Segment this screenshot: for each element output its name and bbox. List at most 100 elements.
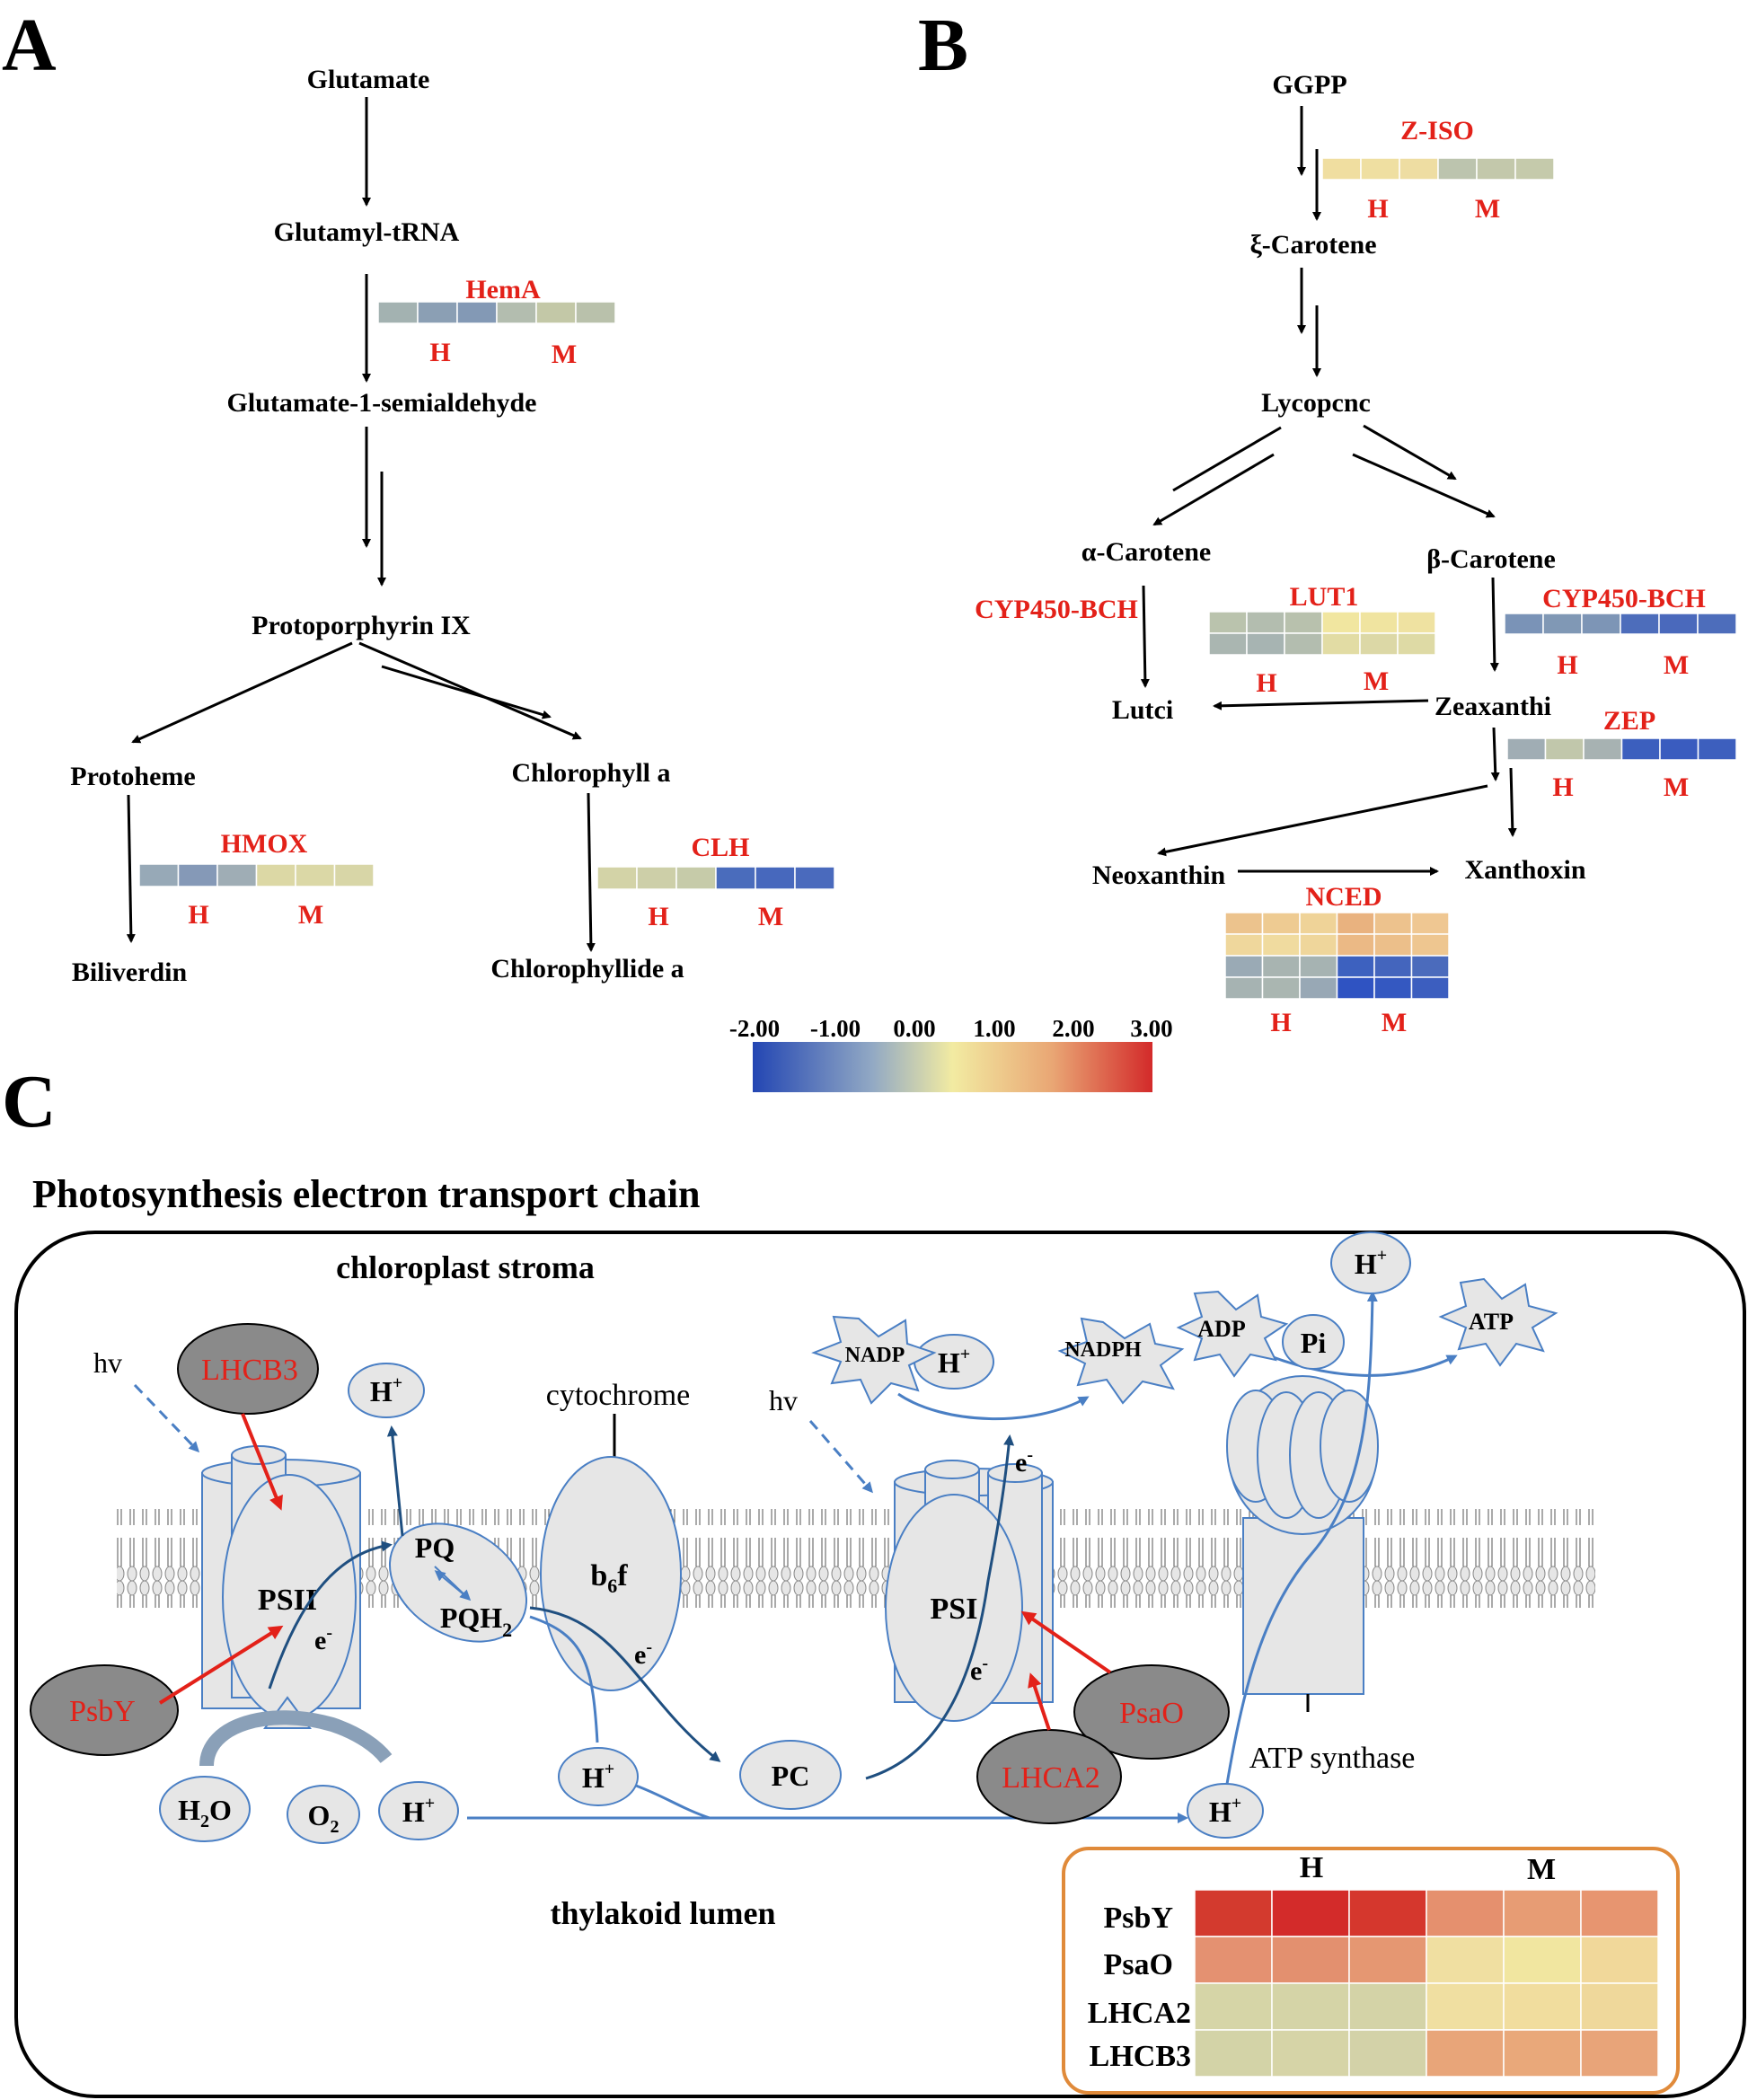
heatmap-zep — [1506, 737, 1737, 761]
svg-text:H+: H+ — [582, 1760, 614, 1794]
psi-label: PSI — [931, 1593, 978, 1626]
svg-text:PsbY: PsbY — [69, 1695, 136, 1728]
svg-text:NADP: NADP — [845, 1344, 905, 1367]
heatmap-cell — [1321, 157, 1362, 181]
proton-lumen-psii: H+ — [378, 1781, 459, 1840]
heatmap-cell — [1503, 2029, 1582, 2078]
heatmap-lut1-h: H — [1256, 668, 1276, 698]
o2-node: O2 — [287, 1785, 360, 1844]
heatmap-cell — [496, 301, 537, 324]
heatmap-cell — [1583, 737, 1623, 761]
heatmap-cyp450-bch-right — [1504, 613, 1737, 635]
heatmap-cell — [1503, 1936, 1582, 1984]
heatmap-z-iso — [1321, 157, 1555, 181]
etc-heatmap-row-label: PsaO — [1104, 1948, 1173, 1981]
heatmap-cell — [755, 866, 796, 890]
stroma-label: chloroplast stroma — [336, 1249, 595, 1285]
scale-tick: 3.00 — [1130, 1015, 1172, 1042]
heatmap-zep-h: H — [1552, 772, 1573, 802]
heatmap-cell — [1336, 912, 1375, 935]
metabolite-beta-carotene: β-Carotene — [1426, 544, 1556, 574]
hv-label-psii: hv — [93, 1346, 122, 1379]
flow-nadp-to-nadph — [897, 1392, 1090, 1420]
gene-hmox-label: HMOX — [221, 829, 308, 859]
svg-text:LHCB3: LHCB3 — [201, 1354, 298, 1387]
heatmap-nced — [1224, 912, 1450, 1000]
heatmap-cell — [333, 863, 375, 887]
heatmap-cell — [1697, 737, 1737, 761]
svg-text:H2O: H2O — [178, 1794, 232, 1831]
svg-text:Pi: Pi — [1301, 1327, 1327, 1359]
adp-node: ADP — [1176, 1290, 1289, 1378]
arrow-to-beta-1 — [1363, 424, 1457, 481]
etc-heatmap-m: M — [1527, 1853, 1556, 1886]
flow-pc-to-psi — [865, 1434, 1015, 1780]
arrow-chlorophyll — [586, 792, 596, 952]
metabolite-protoheme: Protoheme — [70, 762, 195, 791]
metabolite-chlorophyll-a: Chlorophyll a — [512, 758, 671, 788]
heatmap-cell — [1348, 1889, 1427, 1937]
heatmap-cell — [1224, 976, 1264, 1000]
arrow-alpha — [1140, 585, 1150, 688]
gene-clh-label: CLH — [691, 833, 749, 862]
heatmap-cell — [1284, 632, 1323, 656]
arrow-to-alpha-2 — [1172, 426, 1282, 492]
gene-oval-psao: PsaO — [1073, 1664, 1230, 1760]
heatmap-cell — [377, 301, 419, 324]
nadph-node: NADPH — [1057, 1317, 1185, 1405]
etc-heatmap-row-label: LHCB3 — [1090, 2040, 1191, 2073]
metabolite-glutamyl-trna: Glutamyl-tRNA — [274, 217, 460, 247]
heatmap-cell — [1437, 157, 1478, 181]
proton-stroma-nadp: H+ — [914, 1334, 994, 1390]
svg-text:ADP: ADP — [1197, 1316, 1246, 1342]
flow-psii-to-pq — [268, 1540, 393, 1690]
heatmap-cell — [1397, 611, 1436, 634]
heatmap-cell — [1336, 933, 1375, 957]
flow-proton-through-atpase — [1222, 1291, 1378, 1806]
gene-nced: NCED H M — [1224, 882, 1450, 1037]
metabolite-xanthoxin: Xanthoxin — [1464, 855, 1585, 885]
heatmap-cell — [1194, 1982, 1273, 2031]
heatmap-cell — [1514, 157, 1555, 181]
heatmap-cell — [1224, 933, 1264, 957]
arrow-beta — [1489, 577, 1499, 672]
heatmap-cell — [1506, 737, 1547, 761]
heatmap-cell — [1580, 2029, 1659, 2078]
heatmap-cell — [1410, 955, 1450, 978]
metabolite-zeaxanthin: Zeaxanthi — [1435, 692, 1551, 721]
scale-tick: 1.00 — [973, 1015, 1015, 1042]
heatmap-cell — [1359, 611, 1399, 634]
arrow-zea-1 — [1490, 727, 1500, 781]
pq-label: PQ — [415, 1531, 455, 1564]
heatmap-nced-m: M — [1382, 1008, 1407, 1037]
gene-z-iso-label: Z-ISO — [1400, 116, 1474, 146]
heatmap-lut1 — [1208, 611, 1436, 656]
metabolite-neoxanthin: Neoxanthin — [1092, 860, 1226, 890]
heatmap-hmox-h: H — [188, 900, 208, 930]
heatmap-cell — [1659, 737, 1699, 761]
heatmap-cell — [1658, 613, 1699, 635]
heatmap-cell — [417, 301, 458, 324]
gene-zep: ZEP H M — [1506, 706, 1737, 802]
electron-psii: e- — [314, 1623, 332, 1655]
electron-psi-lower: e- — [970, 1654, 988, 1686]
gene-cyp450-bch-left: CYP450-BCH — [975, 595, 1138, 624]
flow-water-splitting — [199, 1710, 393, 1767]
atp-synthase: ATP synthase — [1226, 1375, 1415, 1775]
heatmap-cell — [1299, 955, 1338, 978]
heatmap-cell — [596, 866, 638, 890]
heatmap-hema — [377, 301, 616, 324]
red-arrow-lhcb3 — [241, 1413, 283, 1511]
heatmap-cell — [1299, 976, 1338, 1000]
heatmap-cell — [1348, 1982, 1427, 2031]
flow-pqh2-to-lumen-h — [529, 1615, 599, 1743]
heatmap-cell — [1360, 157, 1400, 181]
gene-oval-lhca2: LHCA2 — [976, 1729, 1122, 1824]
pqh2-label: PQH2 — [440, 1601, 512, 1641]
flow-adp-to-atp — [1248, 1346, 1458, 1377]
heatmap-cell — [1271, 1982, 1350, 2031]
heatmap-cell — [1299, 912, 1338, 935]
heatmap-cell — [1208, 611, 1248, 634]
arrow-zea-2 — [1507, 767, 1517, 837]
heatmap-cell — [1426, 1936, 1505, 1984]
